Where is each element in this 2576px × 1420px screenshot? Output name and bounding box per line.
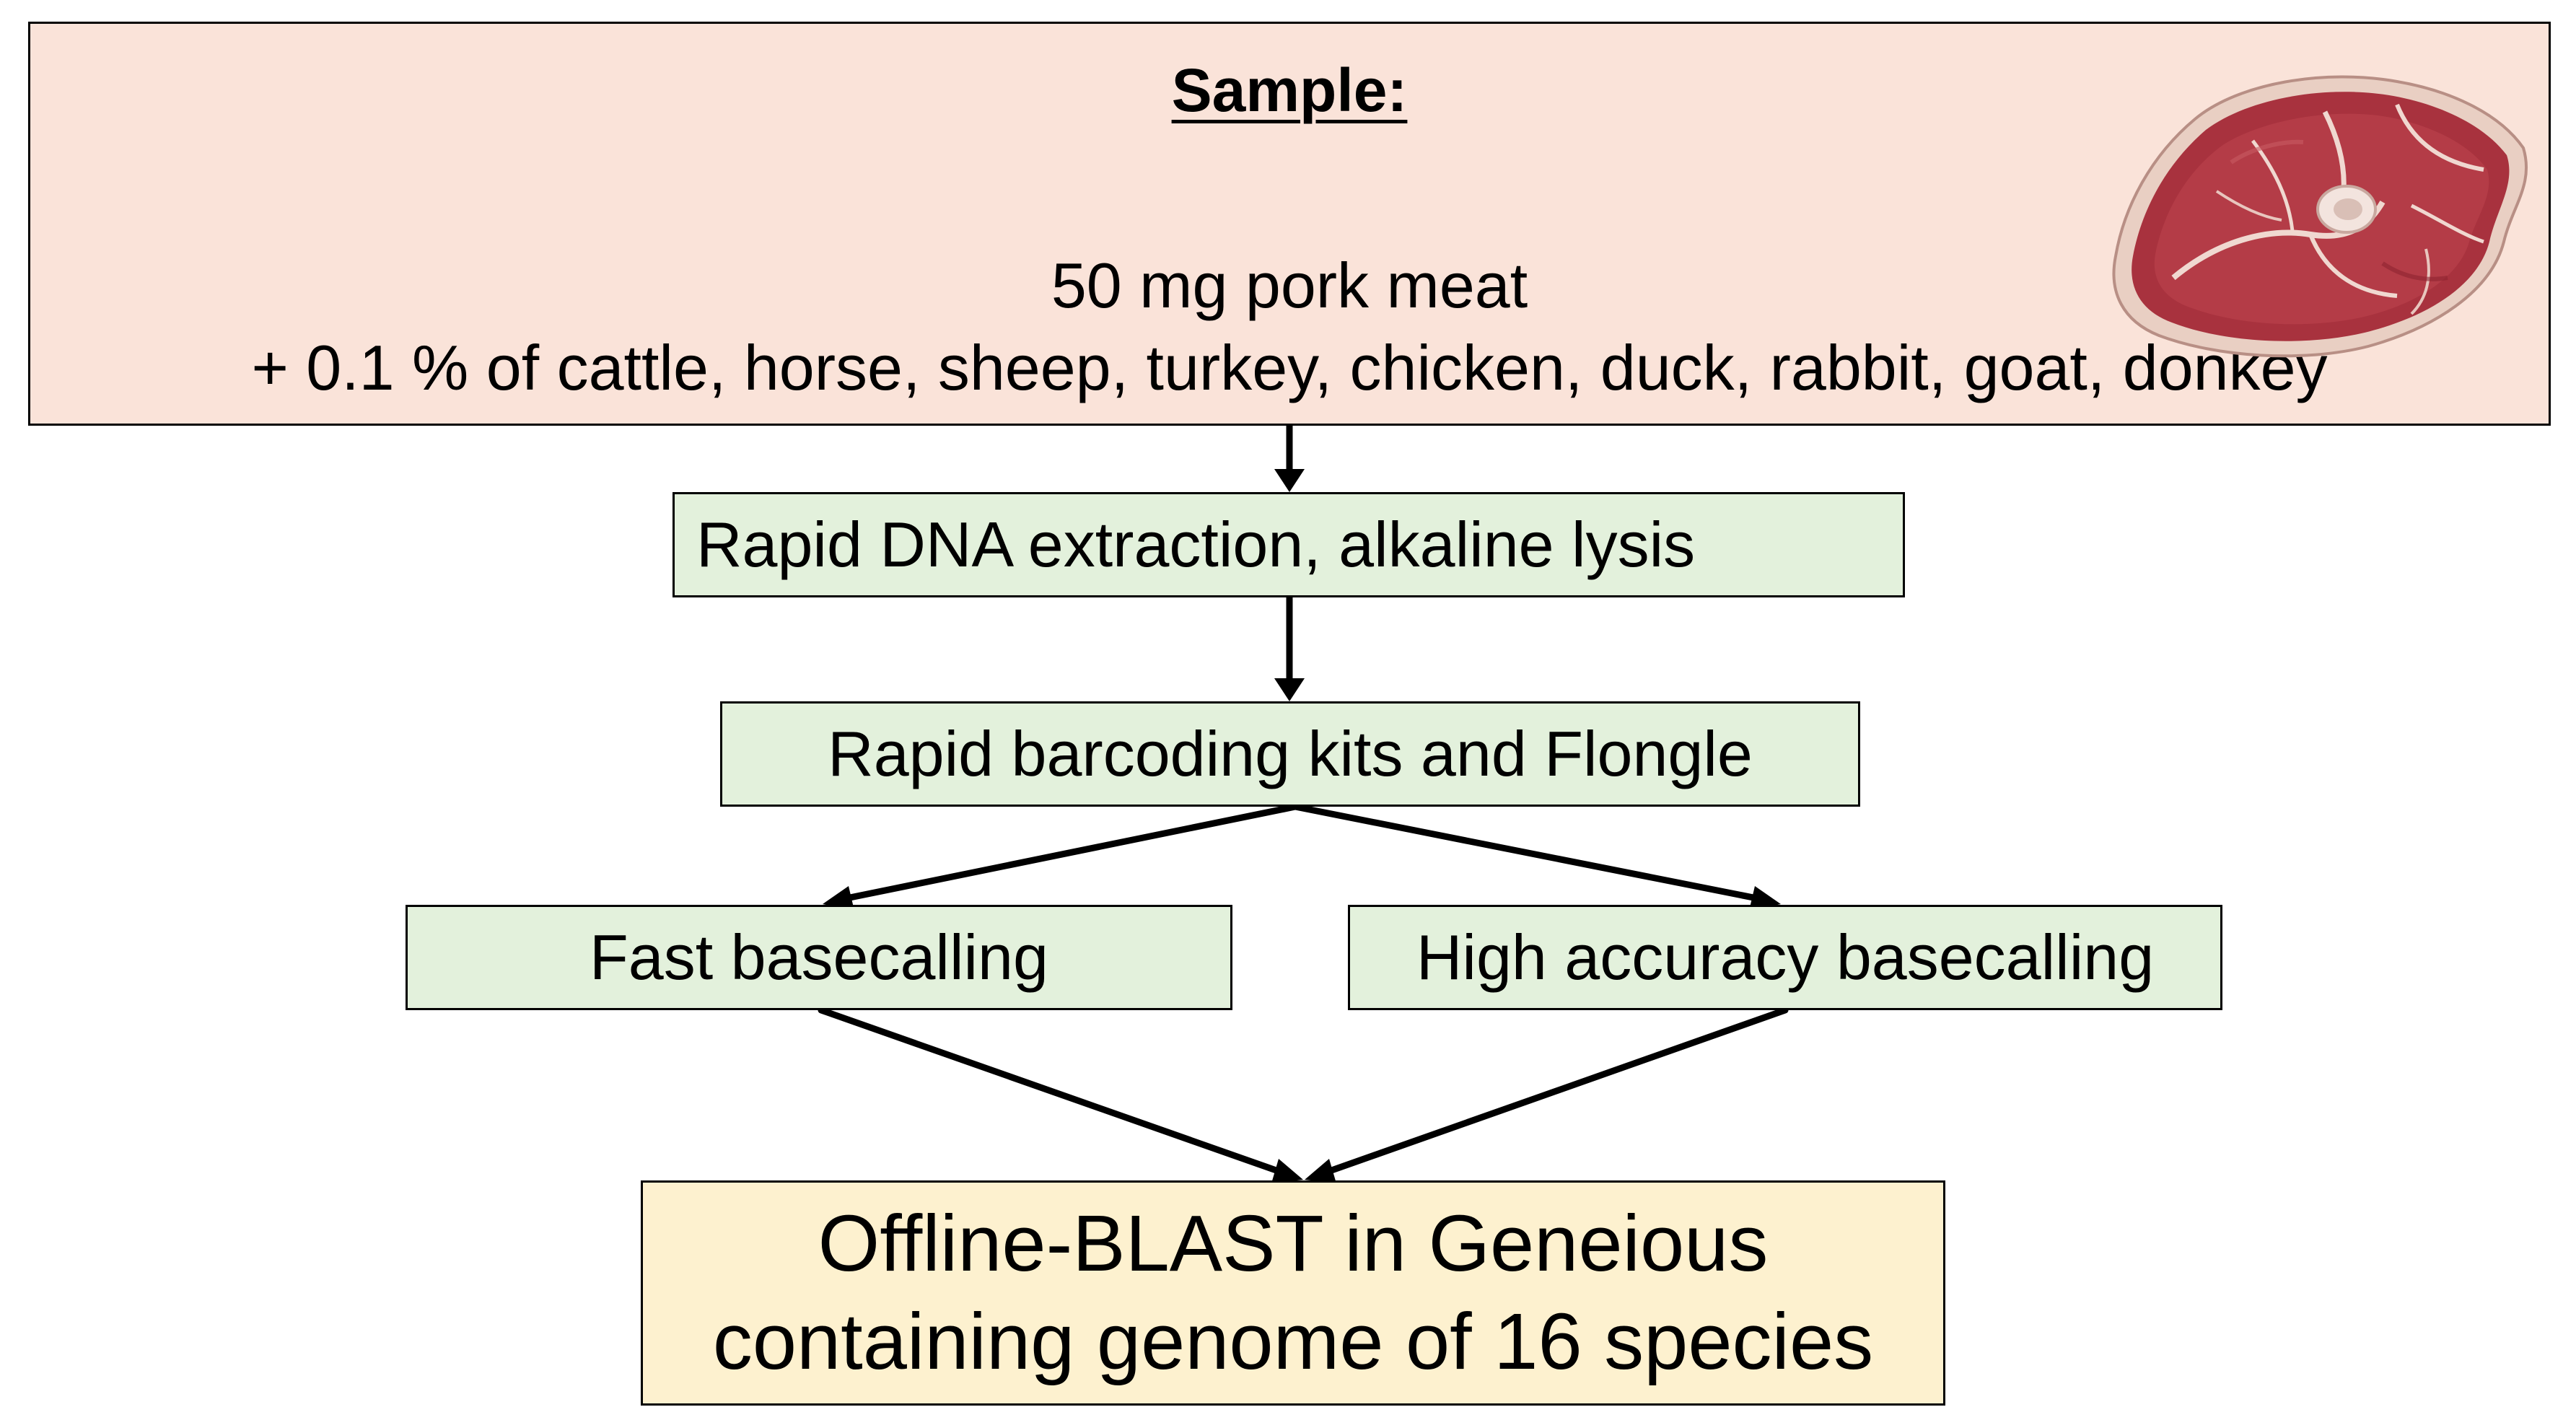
step-rapid-barcoding: Rapid barcoding kits and Flongle <box>720 701 1860 807</box>
arrowhead-extraction-to-barcoding <box>1274 678 1305 701</box>
meat-steak-icon <box>2112 75 2528 358</box>
step-high-accuracy-basecalling-label: High accuracy basecalling <box>1416 921 2155 993</box>
sample-description: 50 mg pork meat <box>1051 250 1528 321</box>
step-dna-extraction-label: Rapid DNA extraction, alkaline lysis <box>696 509 1696 580</box>
arrow-hac-to-blast <box>1320 1007 1789 1177</box>
step-offline-blast-line1: Offline-BLAST in Geneious <box>818 1199 1769 1288</box>
arrowhead-hac-to-blast <box>1305 1159 1336 1183</box>
arrowhead-sample-to-extraction <box>1274 469 1305 492</box>
step-fast-basecalling-label: Fast basecalling <box>590 921 1048 993</box>
step-offline-blast: Offline-BLAST in Geneious containing gen… <box>641 1180 1945 1406</box>
sample-box: Sample: 50 mg pork meat + 0.1 % of cattl… <box>28 22 2551 426</box>
arrow-barcoding-to-hac <box>1292 803 1764 903</box>
step-high-accuracy-basecalling: High accuracy basecalling <box>1348 905 2222 1010</box>
arrow-barcoding-to-fast <box>839 803 1299 903</box>
sample-spike-species: + 0.1 % of cattle, horse, sheep, turkey,… <box>251 332 2328 403</box>
arrow-fast-to-blast <box>818 1007 1288 1177</box>
step-fast-basecalling: Fast basecalling <box>406 905 1232 1010</box>
sample-title: Sample: <box>1171 56 1408 124</box>
step-dna-extraction: Rapid DNA extraction, alkaline lysis <box>673 492 1905 597</box>
arrowhead-fast-to-blast <box>1271 1159 1303 1183</box>
step-rapid-barcoding-label: Rapid barcoding kits and Flongle <box>828 718 1753 789</box>
step-offline-blast-line2: containing genome of 16 species <box>712 1297 1874 1386</box>
